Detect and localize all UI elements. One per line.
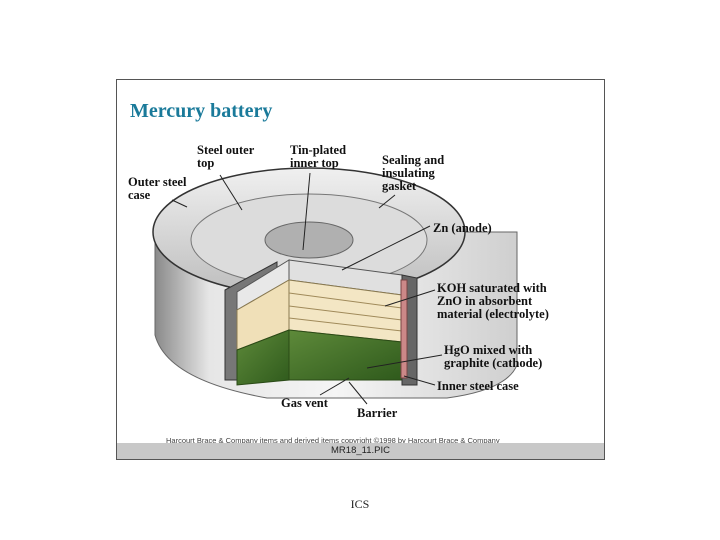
label-hgo-cathode: HgO mixed with graphite (cathode) <box>444 343 543 370</box>
copyright-notice: Harcourt Brace & Company items and deriv… <box>166 436 500 445</box>
footer-text: ICS <box>350 497 370 511</box>
label-sealing-gasket: Sealing and insulating gasket <box>382 153 445 193</box>
label-steel-outer-top: Steel outer top <box>197 143 255 170</box>
label-gas-vent: Gas vent <box>281 396 328 410</box>
label-zn-anode: Zn (anode) <box>433 221 492 235</box>
label-koh-electrolyte: KOH saturated with ZnO in absorbent mate… <box>437 281 549 321</box>
label-tin-plated-inner-top: Tin-plated inner top <box>290 143 347 170</box>
label-barrier: Barrier <box>357 406 398 420</box>
diagram-title: Mercury battery <box>130 100 273 122</box>
label-inner-steel-case: Inner steel case <box>437 379 519 393</box>
filename-bar: MR18_11.PIC <box>117 443 604 459</box>
gasket-strip <box>400 279 408 379</box>
center-hole <box>264 221 354 259</box>
battery-diagram-image: Mercury battery Steel outer top Tin-plat… <box>116 79 605 460</box>
battery-cutaway-drawing <box>152 167 518 405</box>
label-outer-steel-case: Outer steel case <box>128 175 187 202</box>
